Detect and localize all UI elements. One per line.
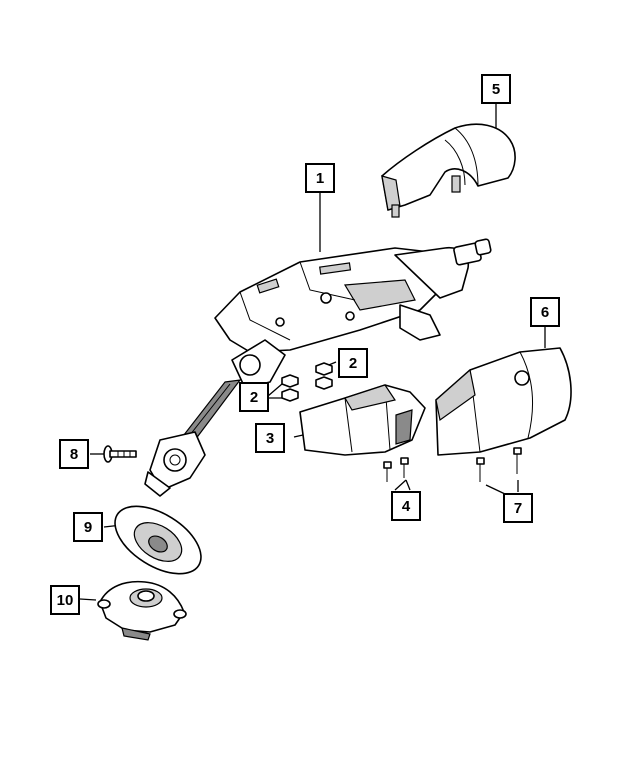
callout-8: 8: [59, 439, 89, 469]
callout-4: 4: [391, 491, 421, 521]
intermediate-shaft-part: [144, 339, 286, 497]
callout-3: 3: [255, 423, 285, 453]
callout-10: 10: [50, 585, 80, 615]
steering-column-part: [214, 238, 492, 353]
screw-parts-4: [383, 457, 409, 482]
bolt-part: [103, 445, 137, 463]
callout-1: 1: [305, 163, 335, 193]
shroud-cover-part: [435, 347, 572, 456]
lower-shroud-part: [299, 384, 426, 456]
callout-2-left: 2: [239, 382, 269, 412]
callout-6: 6: [530, 297, 560, 327]
boot-part: [97, 580, 187, 641]
callout-7: 7: [503, 493, 533, 523]
boot-seal-part: [114, 505, 202, 575]
nut-parts: [281, 362, 333, 402]
callout-2-right: 2: [338, 348, 368, 378]
screw-parts-7: [476, 447, 522, 482]
callout-9: 9: [73, 512, 103, 542]
callout-5: 5: [481, 74, 511, 104]
upper-shroud-part: [381, 123, 516, 218]
